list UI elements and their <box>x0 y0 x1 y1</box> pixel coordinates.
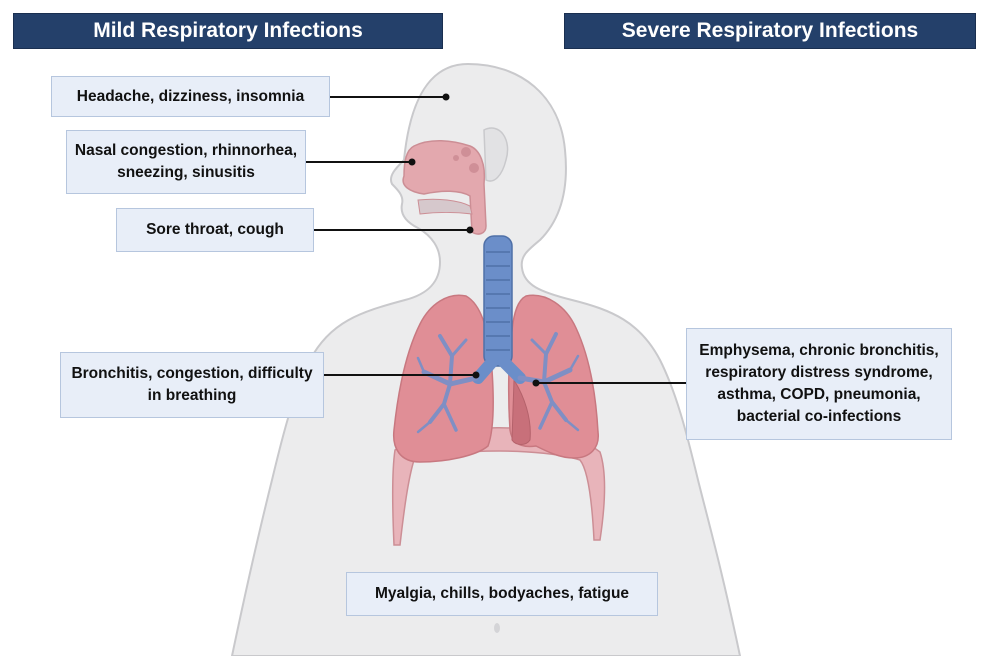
label-severe-line-4: bacterial co-infections <box>737 406 902 428</box>
label-bronchial-line-2: in breathing <box>148 385 237 407</box>
label-severe-line-3: asthma, COPD, pneumonia, <box>717 384 920 406</box>
mild-infections-header: Mild Respiratory Infections <box>13 13 443 49</box>
label-nasal-symptoms: Nasal congestion, rhinnorhea, sneezing, … <box>66 130 306 194</box>
label-throat-symptoms: Sore throat, cough <box>116 208 314 252</box>
label-nasal-line-2: sneezing, sinusitis <box>117 162 255 184</box>
severe-infections-header: Severe Respiratory Infections <box>564 13 976 49</box>
sinus-dot <box>453 155 459 161</box>
label-head-text: Headache, dizziness, insomnia <box>77 86 304 108</box>
label-body-symptoms: Myalgia, chills, bodyaches, fatigue <box>346 572 658 616</box>
label-nasal-line-1: Nasal congestion, rhinnorhea, <box>75 140 297 162</box>
trachea <box>484 236 512 366</box>
navel-mark <box>494 623 500 633</box>
label-bronchial-symptoms: Bronchitis, congestion, difficulty in br… <box>60 352 324 418</box>
label-head-symptoms: Headache, dizziness, insomnia <box>51 76 330 117</box>
label-severe-line-2: respiratory distress syndrome, <box>705 362 932 384</box>
label-body-text: Myalgia, chills, bodyaches, fatigue <box>375 583 629 605</box>
label-severe-conditions: Emphysema, chronic bronchitis, respirato… <box>686 328 952 440</box>
label-severe-line-1: Emphysema, chronic bronchitis, <box>699 340 938 362</box>
sinus-dot <box>469 163 479 173</box>
label-bronchial-line-1: Bronchitis, congestion, difficulty <box>71 363 312 385</box>
label-throat-text: Sore throat, cough <box>146 219 284 241</box>
sinus-dot <box>461 147 471 157</box>
